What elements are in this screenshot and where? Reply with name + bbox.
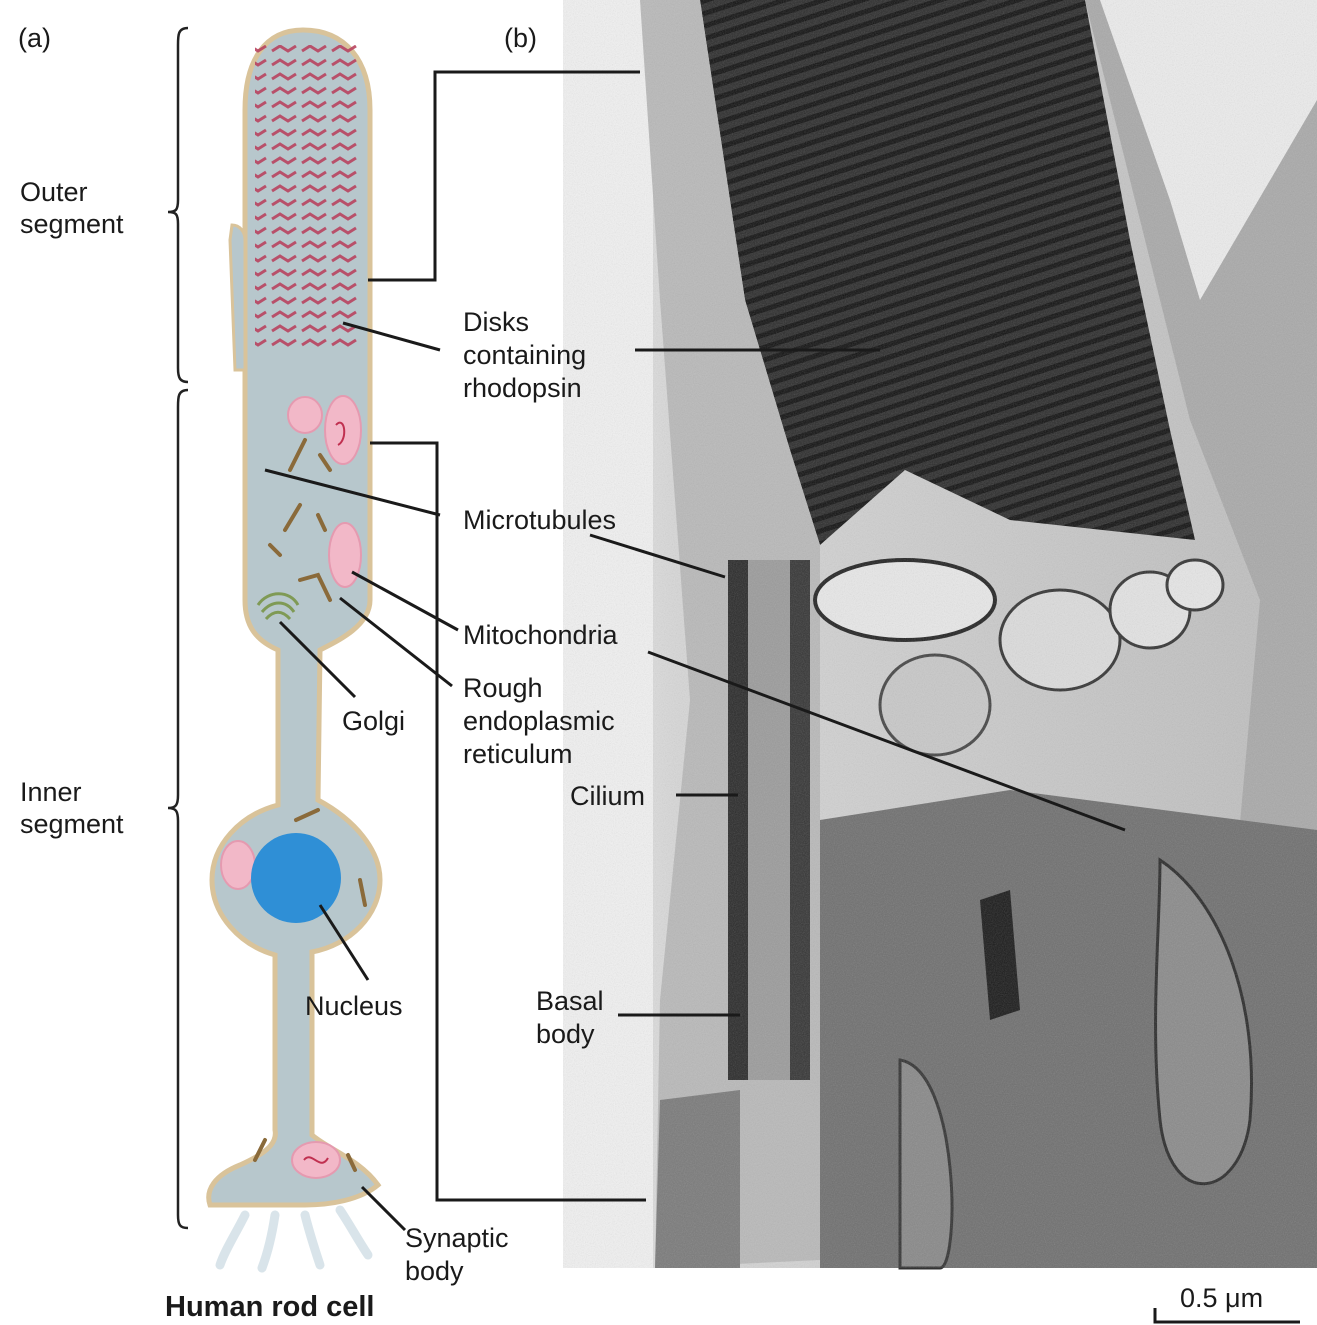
rough-er-label-line1: Rough [463, 672, 543, 704]
basal-body-label-line2: body [536, 1018, 595, 1050]
basal-body-label-line1: Basal [536, 985, 604, 1017]
inner-segment-label-line1: Inner [20, 776, 82, 808]
micrograph [563, 0, 1317, 1268]
nucleus-label: Nucleus [305, 990, 403, 1022]
synaptic-body-label-line2: body [405, 1255, 464, 1287]
disks-label-line3: rhodopsin [463, 372, 582, 404]
rod-cell-illustration [209, 30, 380, 1268]
inner-segment-label-line2: segment [20, 808, 124, 840]
scale-bar-label: 0.5 μm [1180, 1282, 1263, 1314]
figure-caption: Human rod cell [165, 1291, 375, 1323]
synaptic-body-label-line1: Synaptic [405, 1222, 509, 1254]
panel-a-label: (a) [18, 22, 51, 54]
cilium-label: Cilium [570, 780, 645, 812]
rough-er-label-line2: endoplasmic [463, 705, 615, 737]
rough-er-label-line3: reticulum [463, 738, 573, 770]
golgi-label: Golgi [342, 705, 405, 737]
segment-braces [168, 28, 188, 1228]
disks-label-line1: Disks [463, 306, 529, 338]
outer-segment-label-line1: Outer [20, 176, 88, 208]
outer-segment-label-line2: segment [20, 208, 124, 240]
panel-b-label: (b) [504, 22, 537, 54]
microtubules-label: Microtubules [463, 504, 616, 536]
disks-label-line2: containing [463, 339, 586, 371]
mitochondria-label: Mitochondria [463, 619, 618, 651]
